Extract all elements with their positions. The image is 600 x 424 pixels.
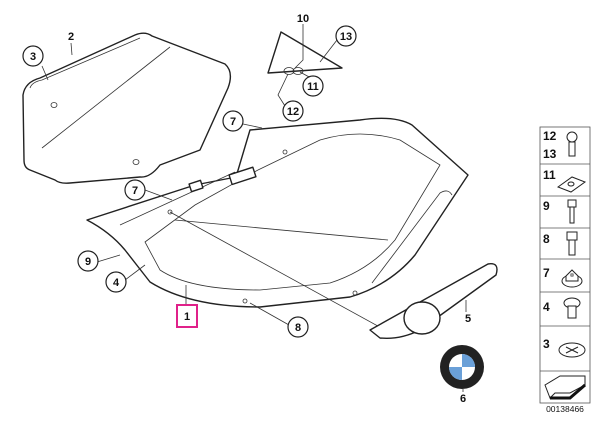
svg-text:3: 3 (543, 337, 550, 351)
speed-nut-icon (558, 342, 586, 358)
leader-lines (41, 24, 467, 392)
svg-text:12: 12 (543, 129, 557, 143)
fastener-legend: 12 13 11 9 8 7 4 3 00138466 (539, 126, 591, 414)
callout-3: 3 (22, 45, 44, 67)
plug-icon (563, 297, 581, 319)
svg-text:13: 13 (543, 147, 557, 161)
svg-text:7: 7 (543, 266, 550, 280)
svg-text:11: 11 (307, 81, 319, 93)
part-5-strip (369, 263, 498, 340)
callout-1-highlighted[interactable]: 1 (176, 304, 198, 328)
part-2-panel (22, 32, 232, 184)
clip-nut-icon (556, 176, 587, 193)
svg-text:9: 9 (85, 256, 91, 268)
callout-8: 8 (287, 316, 309, 338)
part-1-trim (86, 117, 469, 331)
svg-text:4: 4 (543, 300, 550, 314)
callout-10: 10 (297, 13, 309, 25)
callout-7: 7 (222, 110, 244, 132)
svg-text:13: 13 (340, 31, 352, 43)
callout-6: 6 (460, 393, 466, 405)
callout-11: 11 (302, 75, 324, 97)
svg-text:7: 7 (230, 116, 236, 128)
bolt-icon (567, 199, 577, 224)
hex-bolt-icon (566, 231, 578, 256)
diagram-code: 00138466 (546, 404, 584, 414)
svg-text:3: 3 (30, 51, 36, 63)
callout-5: 5 (465, 313, 471, 325)
part-10-bracket (267, 31, 343, 75)
svg-text:12: 12 (287, 106, 299, 118)
svg-text:7: 7 (132, 185, 138, 197)
callout-9: 9 (77, 250, 99, 272)
svg-text:1: 1 (184, 311, 190, 323)
svg-text:9: 9 (543, 199, 550, 213)
callout-4: 4 (105, 271, 127, 293)
callout-7: 7 (124, 179, 146, 201)
callout-2: 2 (68, 31, 74, 43)
screw-icon (566, 131, 578, 157)
svg-text:8: 8 (543, 232, 550, 246)
callout-12: 12 (282, 100, 304, 122)
svg-text:4: 4 (113, 277, 120, 289)
svg-text:8: 8 (295, 322, 301, 334)
svg-text:11: 11 (543, 168, 556, 182)
hex-nut-icon (561, 269, 583, 288)
callout-13: 13 (335, 25, 357, 47)
bmw-emblem-icon (440, 345, 484, 389)
arrow-icon (544, 375, 586, 400)
